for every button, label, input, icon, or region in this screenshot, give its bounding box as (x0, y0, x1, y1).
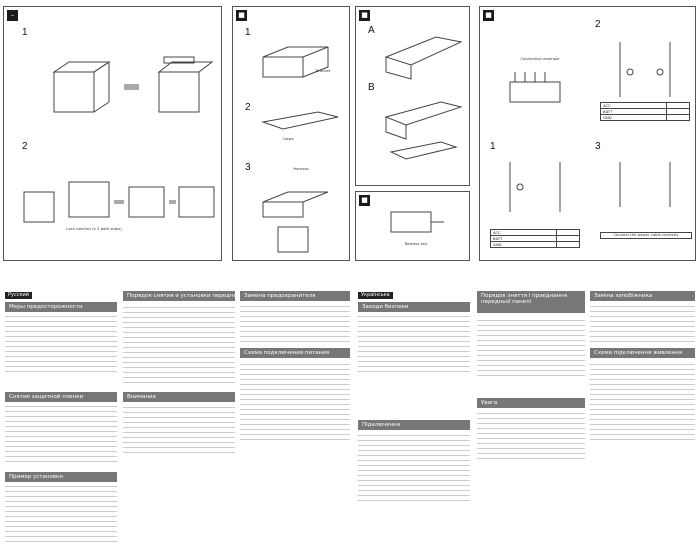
section-header: Підключення (358, 420, 470, 430)
text-block (5, 484, 117, 544)
step-number: 2 (22, 141, 28, 152)
front-panel-illustration (384, 36, 463, 160)
step-number: 2 (245, 102, 251, 113)
section-header: Внимание (123, 392, 235, 402)
section-header: Заходи безпеки (358, 302, 470, 312)
text-block (477, 411, 585, 461)
panel-caption: Release key (404, 241, 428, 246)
panel-badge: ■ (236, 10, 247, 21)
bracket-illustration (262, 46, 329, 78)
label-a: A (368, 25, 375, 36)
panel-connections: ■ 2 1 3 Connection example ACC BATT GND … (479, 6, 696, 261)
panel-badge: ■ (359, 10, 370, 21)
section-header: Схема підключення живлення (590, 348, 695, 358)
wiring-illustration (509, 162, 561, 212)
section-header: Меры предосторожности (5, 302, 117, 312)
release-key-illustration (390, 211, 444, 233)
panel-install: ■ 1 2 3 Bracket Claws Harness (232, 6, 350, 261)
text-block (477, 318, 585, 378)
connection-table: ACC BATT GND (489, 229, 580, 248)
label-b: B (368, 82, 375, 93)
caption: Bracket (315, 68, 331, 73)
unit-illustration (52, 56, 214, 113)
wiring-illustration (619, 162, 671, 207)
section-header: Снятие защитной пленки (5, 392, 117, 402)
text-block (123, 305, 235, 385)
connection-table: ACC BATT GND (599, 102, 690, 121)
language-label: Русский (5, 292, 32, 299)
caption: Harness (293, 166, 309, 171)
text-block (590, 304, 695, 344)
section-header: Замена предохранителя (240, 291, 350, 301)
step-number: 3 (245, 162, 251, 173)
caption: Claws (282, 136, 294, 141)
panel-badge: ■ (359, 195, 370, 206)
panel-remove-unit: – 1 2 Lock catches (x 2 both sides) (3, 6, 222, 261)
claws-illustration (261, 111, 339, 130)
step-number: 1 (245, 27, 251, 38)
panel-badge: – (7, 10, 18, 21)
harness-illustration (262, 191, 329, 253)
section-header: Увага (477, 398, 585, 408)
table-cell: GND (599, 114, 668, 121)
panel-note: Connect the power cable correctly (600, 232, 692, 239)
text-block (590, 362, 695, 442)
section-header: Заміна запобіжника (590, 291, 695, 301)
panel-caption: Lock catches (x 2 both sides) (66, 226, 122, 231)
text-block (358, 433, 470, 503)
text-block (358, 314, 470, 374)
step-number: 1 (22, 27, 28, 38)
section-header: Порядок зняття і приєднання передньої па… (477, 291, 585, 313)
wiring-illustration (619, 42, 671, 97)
step-number: 3 (595, 141, 601, 152)
panel-front-panel: ■ A B (355, 6, 470, 186)
section-header: Порядок снятия и установки передней пане… (123, 291, 235, 301)
panel-badge: ■ (483, 10, 494, 21)
unit-illustration (23, 181, 215, 223)
table-cell: GND (489, 241, 558, 248)
text-block (5, 314, 117, 374)
step-number: 1 (490, 141, 496, 152)
text-block (5, 404, 117, 464)
text-block (240, 304, 350, 344)
text-block (123, 405, 235, 455)
text-block (240, 362, 350, 442)
section-header: Схема подключения питания (240, 348, 350, 358)
panel-release-key: ■ Release key (355, 191, 470, 261)
section-header: Пример установки (5, 472, 117, 482)
step-number: 2 (595, 19, 601, 30)
wiring-illustration (509, 72, 561, 103)
language-label: Українська (358, 292, 393, 299)
caption: Connection example (520, 56, 560, 61)
